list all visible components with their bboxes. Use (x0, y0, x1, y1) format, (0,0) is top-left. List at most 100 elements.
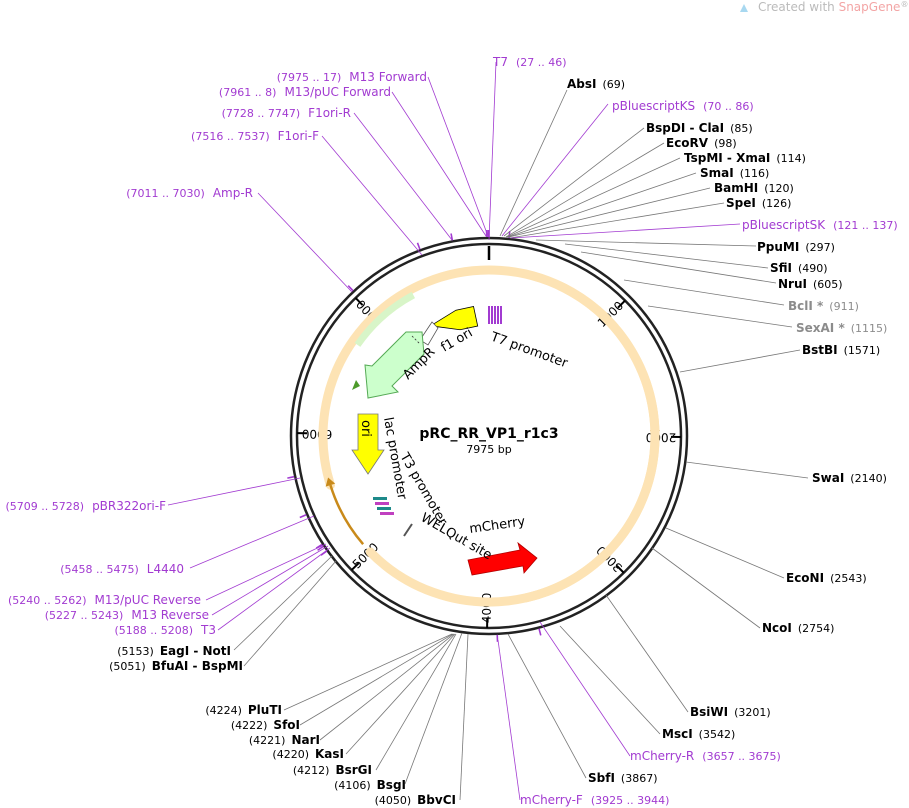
site-name: SbfI (588, 771, 615, 785)
site-name: MscI (662, 727, 693, 741)
feature-ampr (364, 331, 425, 399)
site-label: SwaI(2140) (812, 471, 887, 485)
site-label: BstBI(1571) (802, 343, 880, 357)
site-label: (4220)KasI (272, 747, 344, 761)
f1-ori-shape (419, 321, 439, 346)
site-position: (120) (764, 182, 794, 195)
restriction-site-labels: AbsI(69)BspDI - ClaI(85)EcoRV(98)TspMI -… (109, 77, 887, 807)
primer-label: T7(27 .. 46) (492, 55, 567, 69)
leader-line (233, 555, 333, 651)
site-name: SfoI (273, 718, 300, 732)
leader-line (283, 633, 453, 711)
primer-label: (5458 .. 5475)L4440 (60, 562, 184, 576)
site-name: SmaI (700, 166, 734, 180)
site-label: (4221)NarI (249, 733, 320, 747)
site-name: PpuMI (757, 240, 799, 254)
tick-label-4000: 4000 (480, 593, 494, 624)
primer-position: (7011 .. 7030) (126, 187, 205, 200)
orf2-arrowhead (325, 477, 336, 487)
primer-name: mCherry-F (520, 793, 583, 807)
primer-label: (5188 .. 5208)T3 (114, 623, 216, 637)
leader-line (559, 625, 661, 735)
primer-name: L4440 (147, 562, 184, 576)
leader-line (507, 633, 587, 779)
t7-promoter-arrow (429, 306, 479, 331)
leader-line (503, 127, 645, 237)
site-name: BsgI (377, 778, 406, 792)
primer-position: (70 .. 86) (703, 100, 754, 113)
watermark-prefix: Created with (758, 0, 839, 14)
site-label: NruI(605) (778, 277, 843, 291)
site-label: BamHI(120) (714, 181, 794, 195)
feature-t7-promoter (429, 306, 479, 331)
leader-line (580, 251, 777, 284)
primer-mark (315, 543, 323, 549)
primer-position: (7728 .. 7747) (222, 107, 301, 120)
primer-name: M13/pUC Reverse (95, 593, 202, 607)
site-position: (605) (813, 278, 843, 291)
ampr-arrow (364, 331, 425, 399)
leader-line (211, 545, 329, 616)
site-label: MscI(3542) (662, 727, 735, 741)
primer-position: (5188 .. 5208) (114, 624, 193, 637)
tick-label-2000: 2000 (646, 430, 677, 444)
tick-5000 (350, 562, 360, 571)
site-name: BfuAI - BspMI (152, 659, 243, 673)
leader-line (375, 633, 457, 771)
label-f1-ori: f1 ori (439, 326, 476, 356)
snapgene-watermark: Created with SnapGene® (740, 0, 908, 14)
site-position: (126) (762, 197, 792, 210)
primer-mark (347, 285, 354, 292)
site-name: AbsI (567, 77, 596, 91)
label-welqut-site: WELQut site (418, 510, 494, 563)
leader-line (205, 543, 327, 601)
site-label: TspMI - XmaI(114) (684, 151, 806, 165)
leader-line (167, 477, 301, 506)
site-label: SmaI(116) (700, 166, 769, 180)
site-label: (4224)PluTI (205, 703, 282, 717)
site-name: TspMI - XmaI (684, 151, 770, 165)
ampr-outer-glow (354, 291, 416, 347)
leader-line (459, 633, 469, 801)
mcherry-arrow (467, 541, 538, 576)
primer-position: (5240 .. 5262) (8, 594, 87, 607)
leader-line (217, 547, 331, 631)
site-label: BspDI - ClaI(85) (646, 121, 753, 135)
promoter-mark-4 (380, 512, 394, 515)
leader-line (505, 142, 665, 238)
primer-label: (7516 .. 7537)F1ori-F (191, 129, 319, 143)
ampr-outer-arrowhead (352, 380, 360, 390)
site-name: SwaI (812, 471, 844, 485)
site-name: BbvCI (417, 793, 456, 807)
watermark-reg: ® (900, 0, 908, 9)
feature-promoter-stripes (373, 497, 394, 515)
leader-line (319, 633, 455, 741)
feature-mcherry (467, 541, 538, 576)
leader-line (501, 103, 609, 237)
site-position: (911) (829, 300, 859, 313)
primer-label: mCherry-R(3657 .. 3675) (630, 749, 781, 763)
leader-line (321, 135, 423, 256)
feature-f1-ori (419, 321, 439, 346)
site-name: PluTI (248, 703, 282, 717)
site-name: EcoNI (786, 571, 824, 585)
site-name: SpeI (726, 196, 756, 210)
primer-position: (3925 .. 3944) (591, 794, 670, 807)
label-ori: ori (358, 420, 373, 437)
primer-mark (287, 475, 295, 479)
primer-name: pBluescriptSK (742, 218, 826, 232)
primer-name: pBR322ori-F (92, 499, 166, 513)
site-position: (4106) (334, 779, 371, 792)
plasmid-size: 7975 bp (466, 443, 511, 456)
site-label: (4212)BsrGI (293, 763, 372, 777)
leader-line (404, 632, 463, 785)
leader-line (243, 560, 337, 667)
leader-line (488, 61, 497, 241)
watermark-brand: SnapGene (839, 0, 901, 14)
site-label: (5153)EagI - NotI (117, 644, 231, 658)
primer-mark (416, 242, 421, 250)
tick-label-6000: 6000 (302, 427, 333, 441)
leader-line (665, 527, 785, 579)
site-name: KasI (315, 747, 344, 761)
